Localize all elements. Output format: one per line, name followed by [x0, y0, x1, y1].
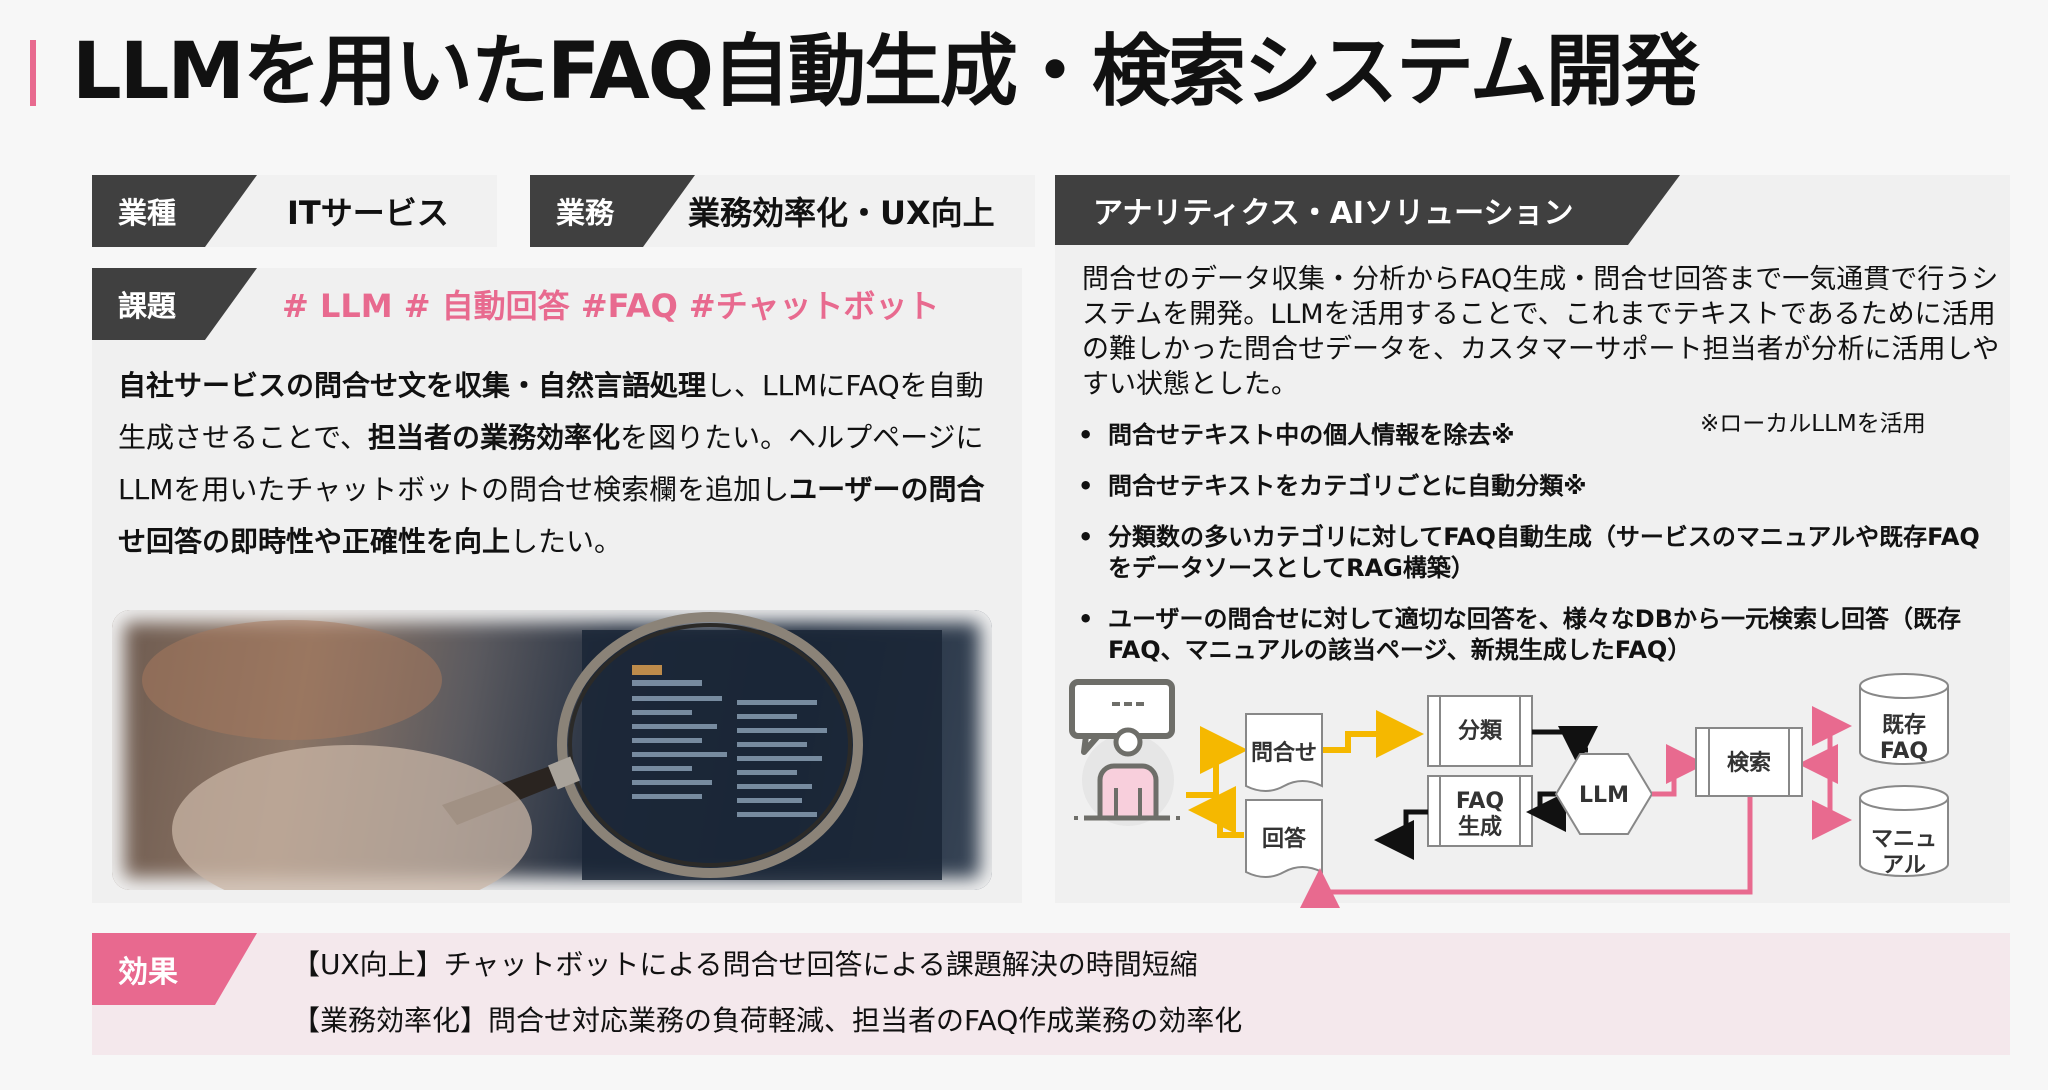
issue-text-1: し、LLMにFAQを自動生成させることで、 — [118, 369, 984, 454]
manual-label-line2: アル — [1882, 853, 1926, 878]
industry-tag: 業種 ITサービス — [92, 175, 497, 247]
business-tag: 業務 業務効率化・UX向上 — [530, 175, 1035, 247]
page-title: LLMを用いたFAQ自動生成・検索システム開発 — [72, 27, 1700, 117]
industry-value: ITサービス — [287, 194, 449, 232]
user-chat-icon — [1069, 679, 1180, 826]
issue-description: 自社サービスの問合せ文を収集・自然言語処理し、LLMにFAQを自動生成させること… — [118, 360, 998, 568]
existing-faq-db-icon: 既存 FAQ — [1859, 673, 1949, 765]
effect-section: 効果 【UX向上】チャットボットによる問合せ回答による課題解決の時間短縮 【業務… — [92, 933, 2010, 1055]
solution-heading: アナリティクス・AIソリューション — [1055, 175, 1680, 245]
industry-label: 業種 — [92, 175, 257, 247]
issue-hashtags: # LLM # 自動回答 #FAQ #チャットボット — [282, 287, 940, 325]
manual-db-icon: マニュ アル — [1859, 785, 1949, 878]
business-value: 業務効率化・UX向上 — [688, 194, 995, 232]
faq-gen-node: FAQ — [1456, 789, 1504, 814]
bullet-item: ユーザーの問合せに対して適切な回答を、様々なDBから一元検索し回答（既存FAQ、… — [1078, 604, 1998, 666]
existing-faq-label-line2: FAQ — [1880, 739, 1928, 764]
inquiry-node: 問合せ — [1251, 740, 1317, 766]
faq-gen-node-line2: 生成 — [1458, 815, 1502, 840]
issue-bold-2: 担当者の業務効率化 — [368, 421, 621, 454]
issue-bold-3: ユーザーの問合せ回答の即時性や正確性を向上 — [118, 473, 985, 558]
bullet-item: 問合せテキストをカテゴリごとに自動分類※ — [1078, 471, 1998, 502]
effect-line-efficiency: 【業務効率化】問合せ対応業務の負荷軽減、担当者のFAQ作成業務の効率化 — [292, 1004, 1243, 1037]
solution-description: 問合せのデータ収集・分析からFAQ生成・問合せ回答まで一気通貫で行うシステムを開… — [1082, 264, 2000, 400]
bullet-item: 分類数の多いカテゴリに対してFAQ自動生成（サービスのマニュアルや既存FAQをデ… — [1078, 522, 1998, 584]
search-node: 検索 — [1727, 751, 1771, 776]
business-label: 業務 — [530, 175, 695, 247]
solution-bullets: 問合せテキスト中の個人情報を除去※ 問合せテキストをカテゴリごとに自動分類※ 分… — [1078, 420, 1998, 686]
title-accent-bar — [30, 40, 36, 106]
effect-line-ux: 【UX向上】チャットボットによる問合せ回答による課題解決の時間短縮 — [292, 948, 1198, 981]
issue-text-2: を図りたい。ヘルプページにLLMを用いたチャットボットの問合せ検索欄を追加し — [118, 421, 984, 506]
effect-label: 効果 — [92, 933, 257, 1005]
manual-label: マニュ — [1871, 827, 1937, 852]
existing-faq-label: 既存 — [1882, 712, 1926, 738]
issue-text-3: したい。 — [510, 525, 623, 558]
answer-node: 回答 — [1262, 826, 1307, 852]
magnifying-glass-photo — [112, 610, 992, 890]
classify-node: 分類 — [1458, 719, 1503, 744]
issue-bold-1: 自社サービスの問合せ文を収集・自然言語処理 — [118, 369, 707, 402]
bullet-item: 問合せテキスト中の個人情報を除去※ — [1078, 420, 1998, 451]
faq-system-flow-diagram: 問合せ 回答 分類 FAQ 生成 LLM 検索 既存 FAQ マニュ アル — [1069, 673, 1949, 908]
llm-node: LLM — [1579, 783, 1629, 808]
